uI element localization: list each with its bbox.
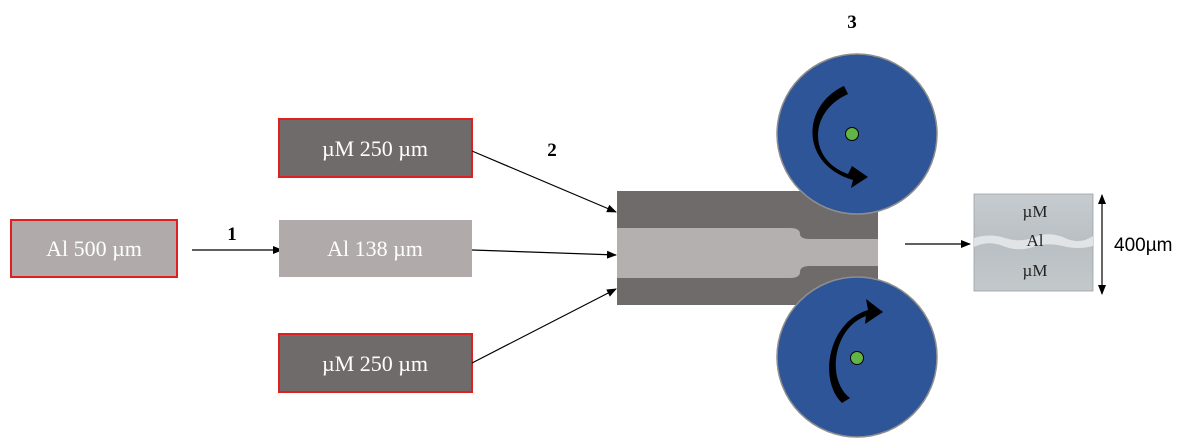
sample-middle-label: Al xyxy=(1027,231,1044,250)
step-3-label: 3 xyxy=(847,12,857,33)
arrow-top-to-stack xyxy=(471,150,617,213)
bottom-roller xyxy=(776,276,938,438)
thickness-label: 400µm xyxy=(1114,235,1172,256)
um-bottom-label: µM 250 µm xyxy=(322,351,428,376)
arrow-middle-to-stack xyxy=(471,249,617,259)
step-2-label: 2 xyxy=(547,140,557,161)
al-138-label: Al 138 µm xyxy=(327,236,423,261)
al-500-box: Al 500 µm xyxy=(10,219,178,278)
rotation-arrow-top-icon xyxy=(812,86,868,188)
al-138-box: Al 138 µm xyxy=(279,220,472,277)
um-top-box: µM 250 µm xyxy=(278,118,473,178)
sample-top-label: µM xyxy=(1023,202,1048,221)
um-top-label: µM 250 µm xyxy=(322,136,428,161)
al-500-label: Al 500 µm xyxy=(46,236,142,261)
step-1-label: 1 xyxy=(227,224,237,245)
sample-bottom-label: µM xyxy=(1023,261,1048,280)
sample-cross-section: µM Al µM xyxy=(973,193,1094,292)
arrow-bottom-to-stack xyxy=(471,288,617,364)
layer-stack xyxy=(617,191,878,305)
um-bottom-box: µM 250 µm xyxy=(278,333,473,393)
top-roller xyxy=(776,53,938,215)
rotation-arrow-bottom-icon xyxy=(829,299,883,403)
